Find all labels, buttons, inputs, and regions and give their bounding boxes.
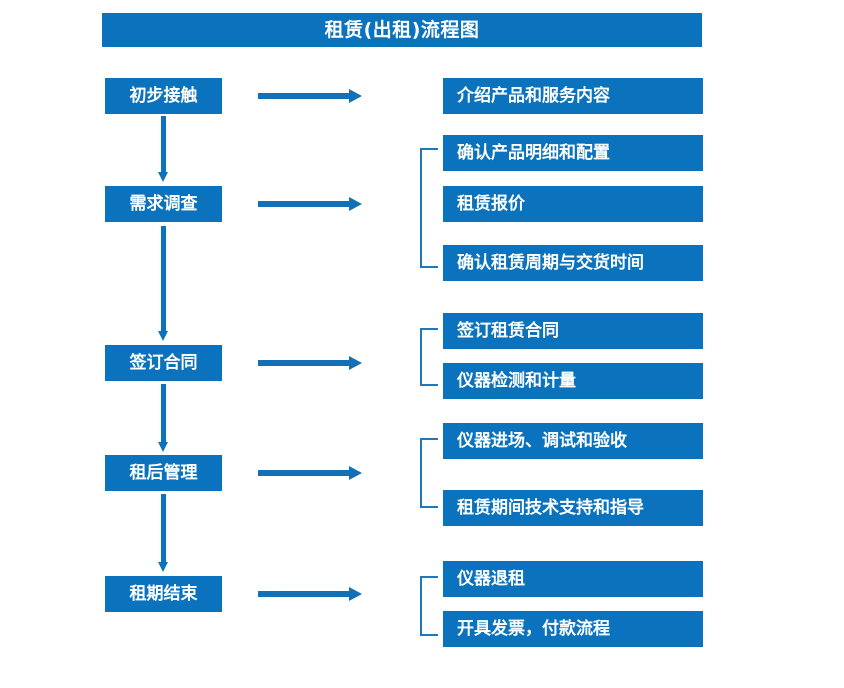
stage-box-5[interactable]: 租期结束 <box>105 576 222 612</box>
detail-box-7-label: 仪器进场、调试和验收 <box>457 430 627 451</box>
down-arrow-4-to-5 <box>158 494 169 572</box>
group-bracket-3 <box>420 328 438 386</box>
stage-box-3-label: 签订合同 <box>129 352 198 373</box>
group-bracket-5 <box>420 576 438 636</box>
detail-box-9[interactable]: 仪器退租 <box>443 561 703 597</box>
detail-box-7[interactable]: 仪器进场、调试和验收 <box>443 423 703 459</box>
chart-title-banner: 租赁(出租)流程图 <box>102 13 702 47</box>
stage-box-2-label: 需求调查 <box>129 193 198 214</box>
detail-box-2-label: 确认产品明细和配置 <box>457 142 610 163</box>
detail-box-9-label: 仪器退租 <box>457 568 525 589</box>
stage-box-1-label: 初步接触 <box>129 85 198 106</box>
detail-box-8[interactable]: 租赁期间技术支持和指导 <box>443 490 703 526</box>
detail-box-4-label: 确认租赁周期与交货时间 <box>457 252 644 273</box>
right-arrow-stage-5 <box>258 587 362 601</box>
detail-box-3-label: 租赁报价 <box>457 193 525 214</box>
detail-box-3[interactable]: 租赁报价 <box>443 186 703 222</box>
detail-box-8-label: 租赁期间技术支持和指导 <box>457 497 644 518</box>
group-bracket-4 <box>420 438 438 508</box>
stage-box-3[interactable]: 签订合同 <box>105 345 222 381</box>
detail-box-5-label: 签订租赁合同 <box>457 320 559 341</box>
down-arrow-3-to-4 <box>158 384 169 452</box>
right-arrow-stage-2 <box>258 197 362 211</box>
detail-box-10[interactable]: 开具发票，付款流程 <box>443 611 703 647</box>
down-arrow-2-to-3 <box>158 226 169 341</box>
stage-box-4-label: 租后管理 <box>129 462 198 483</box>
chart-title-text: 租赁(出租)流程图 <box>324 18 480 41</box>
detail-box-6[interactable]: 仪器检测和计量 <box>443 363 703 399</box>
detail-box-6-label: 仪器检测和计量 <box>457 370 576 391</box>
stage-box-5-label: 租期结束 <box>129 583 198 604</box>
stage-box-4[interactable]: 租后管理 <box>105 455 222 491</box>
group-bracket-2 <box>420 148 438 268</box>
right-arrow-stage-1 <box>258 89 362 103</box>
stage-box-2[interactable]: 需求调查 <box>105 186 222 222</box>
right-arrow-stage-4 <box>258 466 362 480</box>
detail-box-5[interactable]: 签订租赁合同 <box>443 313 703 349</box>
detail-box-4[interactable]: 确认租赁周期与交货时间 <box>443 245 703 281</box>
detail-box-2[interactable]: 确认产品明细和配置 <box>443 135 703 171</box>
right-arrow-stage-3 <box>258 356 362 370</box>
down-arrow-1-to-2 <box>158 116 169 182</box>
detail-box-1[interactable]: 介绍产品和服务内容 <box>443 78 703 114</box>
stage-box-1[interactable]: 初步接触 <box>105 78 222 114</box>
detail-box-10-label: 开具发票，付款流程 <box>457 618 610 639</box>
detail-box-1-label: 介绍产品和服务内容 <box>457 85 610 106</box>
